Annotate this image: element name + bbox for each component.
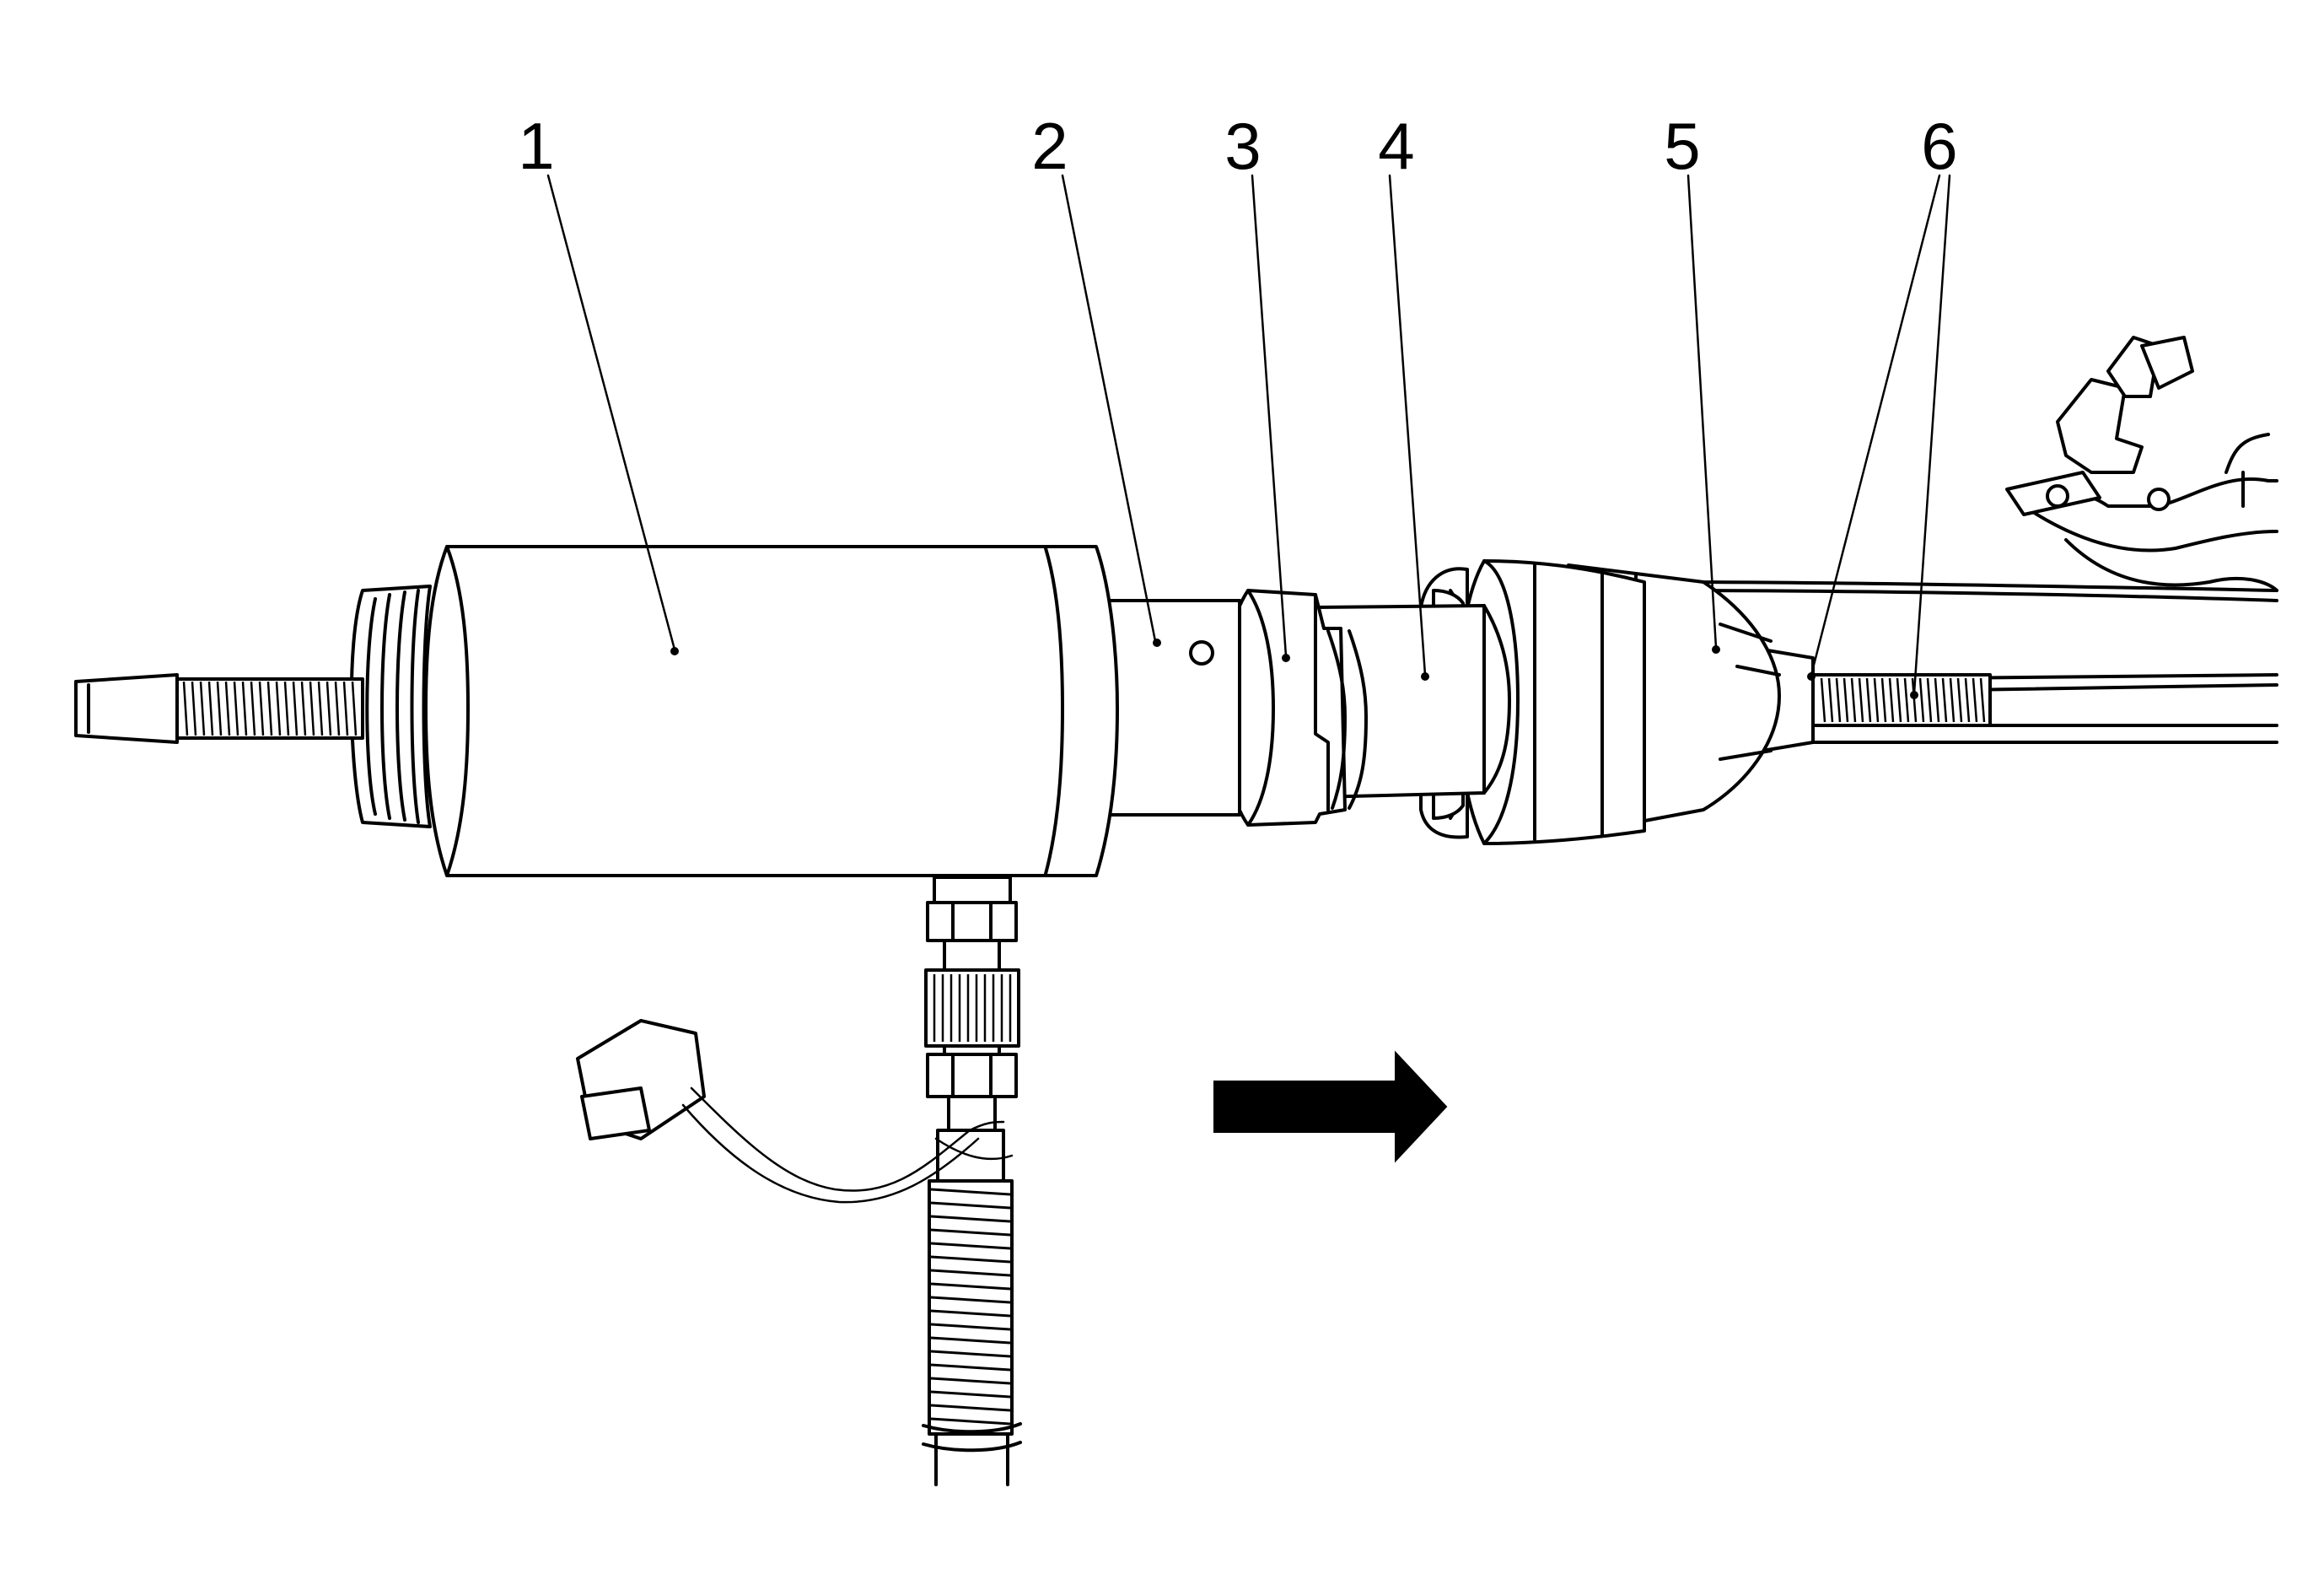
leader-4: [1388, 174, 1427, 676]
direction-arrow-right: [1213, 1050, 1448, 1163]
callout-3: 3: [1224, 109, 1261, 183]
leader-6a: [1810, 174, 1941, 676]
pressure-tube: [1103, 599, 1241, 817]
callout-2: 2: [1031, 109, 1068, 183]
callout-leaders: [546, 174, 1951, 699]
callout-6: 6: [1921, 109, 1957, 183]
callout-1: 1: [518, 109, 554, 183]
leader-1: [546, 174, 676, 651]
leader-6b: [1912, 174, 1951, 695]
callout-5: 5: [1664, 109, 1700, 183]
leader-2: [1061, 174, 1157, 643]
hydraulic-cylinder: [349, 545, 1119, 877]
collar: [1221, 589, 1368, 827]
callout-4: 4: [1378, 109, 1414, 183]
hydraulic-hose-coupler: [576, 876, 1022, 1486]
forcing-screw: [74, 673, 364, 744]
leader-5: [1687, 174, 1718, 650]
tie-rod-stud: [1761, 648, 1992, 752]
leader-3: [1251, 174, 1288, 658]
callout-numbers: 1 2 3 4 5 6: [518, 109, 1957, 183]
